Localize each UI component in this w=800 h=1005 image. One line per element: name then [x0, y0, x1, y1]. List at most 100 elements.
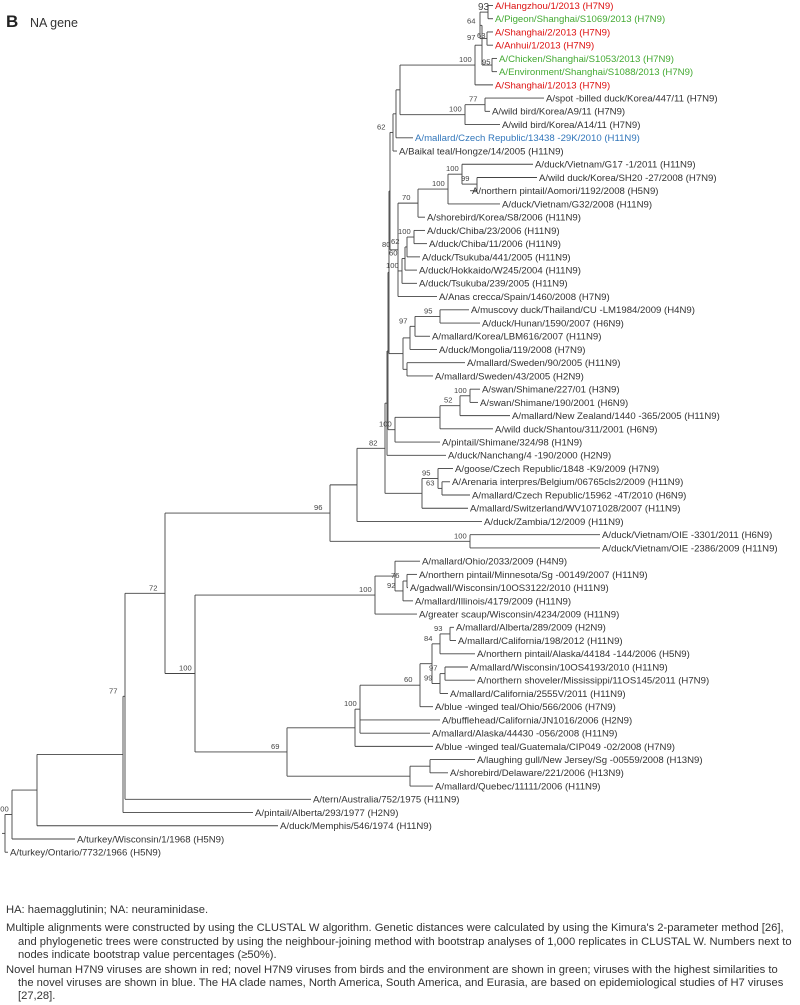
bootstrap-n_na1: 84 — [424, 634, 432, 643]
leaf-label-wb14: A/wild bird/Korea/A14/11 (H7N9) — [502, 120, 640, 131]
bootstrap-n_ar_mc: 63 — [426, 478, 434, 487]
caption-methods: Multiple alignments were constructed by … — [6, 922, 792, 962]
leaf-label-shanghai2: A/Shanghai/2/2013 (H7N9) — [495, 27, 610, 38]
leaf-label-oie3301: A/duck/Vietnam/OIE -3301/2011 (H6N9) — [602, 530, 772, 541]
bootstrap-n_eurasia_all: 96 — [314, 503, 322, 512]
figure-caption: HA: haemagglutinin; NA: neuraminidase. M… — [6, 904, 796, 1005]
bootstrap-n_mid: 80 — [382, 240, 390, 249]
bootstrap-n_eurasia_top: 62 — [377, 122, 385, 131]
phylogenetic-tree: A/Hangzhou/1/2013 (H7N9)A/Pigeon/Shangha… — [0, 1, 778, 859]
leaf-label-dvng17: A/duck/Vietnam/G17 -1/2011 (H11N9) — [535, 160, 696, 171]
leaf-label-npaomori: A/northern pintail/Aomori/1192/2008 (H5N… — [472, 186, 658, 197]
bootstrap-n_shim: 100 — [379, 420, 392, 429]
bootstrap-n_vn_sb: 70 — [402, 193, 410, 202]
bootstrap-n_na5: 100 — [344, 699, 357, 708]
leaf-label-alberta: A/mallard/Alberta/289/2009 (H2N9) — [456, 623, 606, 634]
bootstrap-n_mk: 97 — [399, 316, 407, 325]
bootstrap-n_outer1: 77 — [109, 686, 117, 695]
leaf-label-calif2555: A/mallard/California/2555V/2011 (H11N9) — [450, 689, 626, 700]
caption-abbreviations: HA: haemagglutinin; NA: neuraminidase. — [6, 904, 209, 916]
bootstrap-n_na_top: 69 — [271, 742, 279, 751]
bootstrap-n_vn_sub: 100 — [446, 164, 459, 173]
bootstrap-n_wd_np: 99 — [461, 174, 469, 183]
leaf-label-chicken: A/Chicken/Shanghai/S1053/2013 (H7N9) — [499, 54, 674, 65]
leaf-label-anhui: A/Anhui/1/2013 (H7N9) — [495, 41, 594, 52]
bootstrap-n_hz_pg: 93 — [478, 2, 490, 13]
leaf-label-sbs8: A/shorebird/Korea/S8/2006 (H11N9) — [427, 213, 581, 224]
bootstrap-n_eu3: 95 — [422, 468, 430, 477]
bootstrap-n_mw1: 92 — [387, 581, 395, 590]
leaf-label-shantou: A/wild duck/Shantou/311/2001 (H6N9) — [495, 424, 657, 435]
leaf-label-baikal: A/Baikal teal/Hongze/14/2005 (H11N9) — [399, 146, 564, 157]
caption-legend: Novel human H7N9 viruses are shown in re… — [6, 963, 784, 1003]
panel-title: NA gene — [30, 16, 78, 30]
leaf-label-hunan: A/duck/Hunan/1590/2007 (H6N9) — [482, 318, 624, 329]
leaf-label-anas: A/Anas crecca/Spain/1460/2008 (H7N9) — [439, 292, 610, 303]
leaf-label-mallcz2: A/mallard/Czech Republic/15962 -4T/2010 … — [472, 490, 686, 501]
leaf-label-nz: A/mallard/New Zealand/1440 -365/2005 (H1… — [512, 411, 720, 422]
leaf-label-swan227: A/swan/Shimane/227/01 (H3N9) — [482, 385, 620, 396]
leaf-label-calif198: A/mallard/California/198/2012 (H11N9) — [458, 636, 623, 647]
bootstrap-n_root2: 100 — [0, 805, 9, 814]
leaf-label-spotbill: A/spot -billed duck/Korea/447/11 (H7N9) — [546, 94, 718, 105]
leaf-label-pintshim: A/pintail/Shimane/324/98 (H1N9) — [442, 437, 582, 448]
leaf-label-dvng32: A/duck/Vietnam/G32/2008 (H11N9) — [502, 199, 652, 210]
bootstrap-n_sh2_an: 63 — [477, 31, 485, 40]
leaf-label-gull: A/laughing gull/New Jersey/Sg -00559/200… — [477, 755, 703, 766]
bootstrap-n_swans: 100 — [454, 386, 467, 395]
leaf-label-gadwall: A/gadwall/Wisconsin/10OS3122/2010 (H11N9… — [410, 583, 609, 594]
leaf-label-swe43: A/mallard/Sweden/43/2005 (H2N9) — [435, 371, 584, 382]
bootstrap-n_hok: 60 — [389, 249, 397, 258]
bootstrap-n_na4: 60 — [404, 675, 412, 684]
bootstrap-n_eur_nam: 72 — [149, 583, 157, 592]
bootstrap-n_oie: 100 — [454, 531, 467, 540]
leaf-label-swan190: A/swan/Shimane/190/2001 (H6N9) — [480, 398, 628, 409]
bootstrap-n_q2: 97 — [467, 33, 475, 42]
leaf-label-env: A/Environment/Shanghai/S1088/2013 (H7N9) — [499, 67, 693, 78]
leaf-label-swiss: A/mallard/Switzerland/WV1071028/2007 (H1… — [470, 504, 680, 515]
leaf-label-hangzhou: A/Hangzhou/1/2013 (H7N9) — [495, 1, 613, 12]
leaf-label-quebec: A/mallard/Quebec/11111/2006 (H11N9) — [435, 781, 601, 792]
bootstrap-n_japan: 100 — [386, 261, 399, 270]
leaf-label-bwtguat: A/blue -winged teal/Guatemala/CIP049 -02… — [435, 742, 675, 753]
bootstrap-n_eurasia: 82 — [369, 438, 377, 447]
leaf-label-ohio: A/mallard/Ohio/2033/2009 (H4N9) — [422, 557, 567, 568]
leaf-label-muscovy: A/muscovy duck/Thailand/CU -LM1984/2009 … — [471, 305, 695, 316]
leaf-label-bufflehead: A/bufflehead/California/JN1016/2006 (H2N… — [442, 715, 632, 726]
bootstrap-n_alb_cal: 93 — [434, 624, 442, 633]
leaf-label-illinois: A/mallard/Illinois/4179/2009 (H11N9) — [415, 596, 571, 607]
leaf-label-wb9: A/wild bird/Korea/A9/11 (H7N9) — [492, 107, 625, 118]
bootstrap-n_q1: 64 — [467, 16, 475, 25]
bootstrap-n_novel: 100 — [459, 55, 472, 64]
bootstrap-n_midwest: 100 — [359, 585, 372, 594]
leaf-label-hok: A/duck/Hokkaido/W245/2004 (H11N9) — [419, 266, 581, 277]
leaf-label-npminn: A/northern pintail/Minnesota/Sg -00149/2… — [419, 570, 648, 581]
leaf-label-shoveler: A/northern shoveler/Mississippi/11OS145/… — [477, 676, 709, 687]
bootstrap-n_tsu: 62 — [391, 237, 399, 246]
leaf-label-npalaska: A/northern pintail/Alaska/44184 -144/200… — [477, 649, 690, 660]
bootstrap-n_kor: 100 — [449, 105, 462, 114]
leaf-label-pintalb: A/pintail/Alberta/293/1977 (H2N9) — [255, 808, 398, 819]
bootstrap-n_np_gad: 76 — [391, 571, 399, 580]
bootstrap-n_kor_wb: 77 — [469, 95, 477, 104]
bootstrap-n_chiba: 100 — [398, 227, 411, 236]
leaf-label-zambia: A/duck/Zambia/12/2009 (H11N9) — [484, 517, 624, 528]
leaf-label-tern: A/tern/Australia/752/1975 (H11N9) — [313, 795, 459, 806]
bootstrap-n_wi_sh: 97 — [429, 664, 437, 673]
leaf-label-wdsh20: A/wild duck/Korea/SH20 -27/2008 (H7N9) — [539, 173, 717, 184]
leaf-label-bwtohio: A/blue -winged teal/Ohio/566/2006 (H7N9) — [435, 702, 616, 713]
leaf-label-scaup: A/greater scaup/Wisconsin/4234/2009 (H11… — [419, 609, 619, 620]
leaf-label-chiba11: A/duck/Chiba/11/2006 (H11N9) — [429, 239, 561, 250]
leaf-label-mong: A/duck/Mongolia/119/2008 (H7N9) — [439, 345, 585, 356]
bootstrap-n_ch_env: 95 — [482, 58, 490, 67]
bootstrap-n_sw_nz: 52 — [444, 396, 452, 405]
leaf-label-goosecz: A/goose/Czech Republic/1848 -K9/2009 (H7… — [455, 464, 659, 475]
bootstrap-n_namerica: 100 — [179, 664, 192, 673]
leaf-label-turkeywi: A/turkey/Wisconsin/1/1968 (H5N9) — [77, 834, 224, 845]
leaf-label-tsu239: A/duck/Tsukuba/239/2005 (H11N9) — [419, 279, 568, 290]
leaf-label-shoredel: A/shorebird/Delaware/221/2006 (H13N9) — [450, 768, 624, 779]
leaf-label-chiba23: A/duck/Chiba/23/2006 (H11N9) — [427, 226, 560, 237]
bootstrap-n_mu_hu: 95 — [424, 306, 432, 315]
leaf-label-wisc: A/mallard/Wisconsin/10OS4193/2010 (H11N9… — [470, 662, 668, 673]
leaf-label-mallcz: A/mallard/Czech Republic/13438 -29K/2010… — [415, 133, 640, 144]
